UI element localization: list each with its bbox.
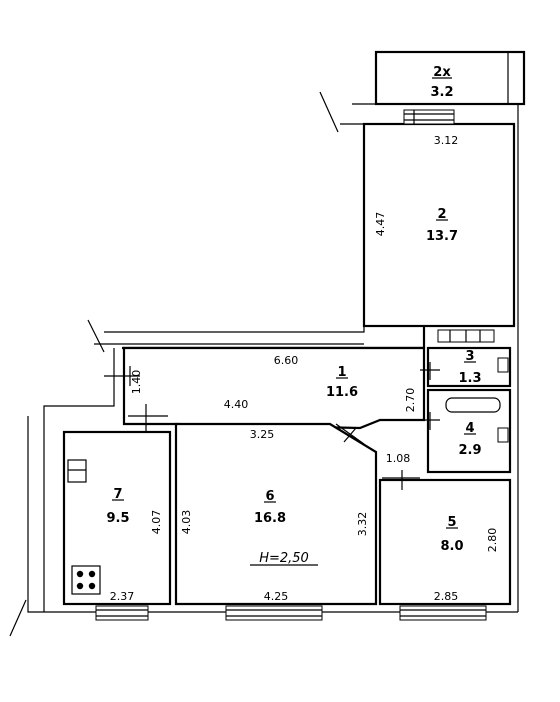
room-7-number: 7: [113, 487, 122, 502]
toilet-icon: [497, 357, 509, 373]
room-2x-number: 2х: [433, 65, 451, 80]
sink-icon: [497, 427, 509, 443]
room-1-area: 11.6: [326, 385, 358, 400]
room-3-number: 3: [465, 349, 474, 364]
dim-3-25: 3.25: [250, 428, 275, 441]
dim-3-32: 3.32: [356, 512, 369, 537]
room-5-area: 8.0: [440, 539, 463, 554]
bathtub-icon: [445, 397, 501, 413]
dim-2-80: 2.80: [486, 528, 499, 553]
dim-4-47: 4.47: [374, 212, 387, 237]
room-1-outline: [122, 346, 426, 430]
room-3-area: 1.3: [458, 371, 481, 386]
door-marks: [9, 91, 440, 637]
room-5-number: 5: [447, 515, 456, 530]
room-7-area: 9.5: [106, 511, 129, 526]
dim-2-70: 2.70: [404, 388, 417, 413]
room-6-number: 6: [265, 489, 274, 504]
room-2x-area: 3.2: [430, 85, 453, 100]
dim-2-37: 2.37: [110, 590, 135, 603]
room-6-area: 16.8: [254, 511, 286, 526]
room-6-outline: [174, 422, 378, 606]
ceiling-height: H=2,50: [259, 551, 309, 566]
room-2-number: 2: [437, 207, 446, 222]
room-4-number: 4: [465, 421, 474, 436]
room-2-area: 13.7: [426, 229, 458, 244]
dim-1-08: 1.08: [386, 452, 411, 465]
dim-2-85: 2.85: [434, 590, 459, 603]
room-2-outline: [362, 122, 516, 328]
room-4-area: 2.9: [458, 443, 481, 458]
dim-1-40: 1.40: [130, 370, 143, 395]
dim-6-60: 6.60: [274, 354, 299, 367]
dim-4-40: 4.40: [224, 398, 249, 411]
window-room-7: [95, 605, 149, 621]
window-room-5: [399, 605, 487, 621]
kitchen-sink-icon: [67, 459, 87, 483]
room-1-number: 1: [337, 365, 346, 380]
dim-4-07: 4.07: [150, 510, 163, 535]
dim-3-12: 3.12: [434, 134, 459, 147]
window-room-6: [225, 605, 323, 621]
window-balcony: [403, 109, 455, 125]
dim-4-03: 4.03: [180, 510, 193, 535]
vent-block: [437, 329, 495, 343]
dim-4-25: 4.25: [264, 590, 289, 603]
room-5-outline: [378, 478, 512, 606]
stove-icon: [71, 565, 101, 595]
room-3-outline: [426, 346, 512, 388]
